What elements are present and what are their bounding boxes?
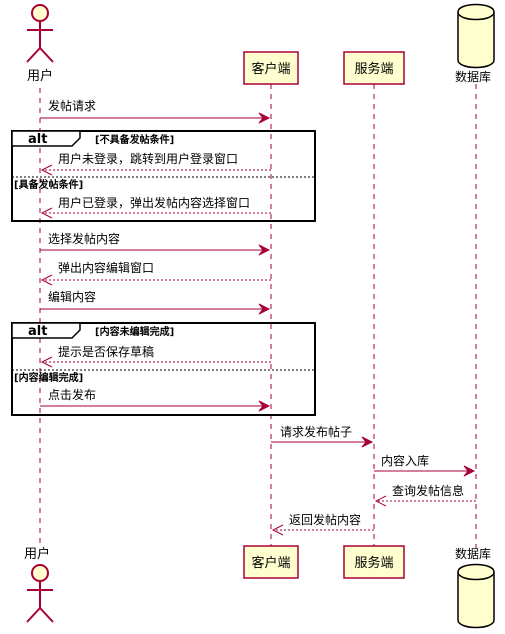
arrow-head-open	[40, 164, 53, 176]
database-rim	[457, 11, 495, 21]
alt-1-frame	[11, 130, 316, 222]
alt-1-keyword: alt	[28, 132, 47, 147]
message-5-label: 弹出内容编辑窗口	[58, 260, 154, 275]
user-label-top: 用户	[27, 68, 53, 84]
user-label-bottom: 用户	[24, 546, 50, 562]
participant-db-top: 数据库	[455, 3, 495, 84]
alt-2-tab	[11, 322, 81, 339]
client-label-top: 客户端	[251, 61, 290, 77]
database-icon	[457, 563, 495, 629]
alt-fragment-2: alt [内容未编辑完成] [内容编辑完成]	[11, 322, 316, 416]
alt-1-guard-1: [不具备发帖条件]	[95, 133, 174, 146]
message-9-label: 请求发布帖子	[280, 424, 352, 439]
arrow-head	[463, 465, 476, 477]
arrow-head	[258, 244, 271, 256]
message-4-label: 选择发帖内容	[48, 231, 120, 246]
arrow-head	[361, 436, 374, 448]
message-11: 查询发帖信息	[374, 483, 476, 507]
arrow-head-open	[40, 274, 53, 286]
arrow-head-open	[374, 495, 387, 507]
message-2-label: 用户未登录，跳转到用户登录窗口	[58, 151, 238, 166]
client-box	[243, 51, 299, 85]
message-10-label: 内容入库	[381, 453, 429, 468]
message-12: 返回发帖内容	[271, 512, 374, 536]
server-box	[343, 545, 405, 579]
message-12-label: 返回发帖内容	[289, 512, 361, 527]
participant-server-bottom: 服务端	[343, 545, 405, 579]
participant-db-bottom: 数据库	[455, 546, 495, 629]
participant-server-top: 服务端	[343, 51, 405, 85]
alt-2-guard-1: [内容未编辑完成]	[95, 325, 174, 338]
message-8-label: 点击发布	[48, 387, 96, 402]
message-6-label: 编辑内容	[48, 289, 96, 304]
server-label-top: 服务端	[354, 61, 393, 77]
message-1: 发帖请求	[40, 98, 271, 124]
client-box	[243, 545, 299, 579]
message-2: 用户未登录，跳转到用户登录窗口	[40, 151, 271, 176]
message-9: 请求发布帖子	[271, 424, 374, 448]
arrow-head-open	[271, 524, 284, 536]
arrow-head-open	[40, 207, 53, 219]
message-1-label: 发帖请求	[48, 98, 96, 113]
database-rim	[457, 571, 495, 581]
actor-left-leg	[26, 607, 41, 623]
alt-2-keyword: alt	[28, 324, 47, 339]
actor-user-top: 用户	[26, 4, 54, 84]
message-4: 选择发帖内容	[40, 231, 271, 256]
database-icon	[457, 3, 495, 69]
participant-client-top: 客户端	[243, 51, 299, 85]
db-label-top: 数据库	[455, 69, 491, 84]
arrow-head	[258, 303, 271, 315]
db-label-bottom: 数据库	[455, 546, 491, 561]
arrow-head	[258, 112, 271, 124]
message-6: 编辑内容	[40, 289, 271, 315]
actor-left-leg	[26, 47, 41, 63]
message-7: 提示是否保存草稿	[40, 344, 271, 368]
actor-right-leg	[39, 47, 54, 63]
alt-2-frame	[11, 322, 316, 416]
message-8: 点击发布	[40, 387, 271, 412]
arrow-head-open	[40, 356, 53, 368]
server-label-bottom: 服务端	[354, 555, 393, 571]
alt-fragment-1: alt [不具备发帖条件] [具备发帖条件]	[11, 130, 316, 222]
actor-head	[31, 4, 49, 22]
actor-head	[31, 564, 49, 582]
message-7-label: 提示是否保存草稿	[58, 344, 154, 359]
participant-client-bottom: 客户端	[243, 545, 299, 579]
message-11-label: 查询发帖信息	[392, 483, 464, 498]
message-5: 弹出内容编辑窗口	[40, 260, 271, 286]
arrow-head	[258, 400, 271, 412]
message-3: 用户已登录，弹出发帖内容选择窗口	[40, 195, 271, 219]
client-label-bottom: 客户端	[251, 555, 290, 571]
message-10: 内容入库	[374, 453, 476, 477]
actor-user-bottom: 用户	[24, 546, 54, 623]
server-box	[343, 51, 405, 85]
alt-2-guard-2: [内容编辑完成]	[14, 371, 83, 384]
alt-1-guard-2: [具备发帖条件]	[14, 178, 83, 191]
alt-1-tab	[11, 130, 81, 147]
message-3-label: 用户已登录，弹出发帖内容选择窗口	[58, 195, 250, 210]
actor-right-leg	[39, 607, 54, 623]
